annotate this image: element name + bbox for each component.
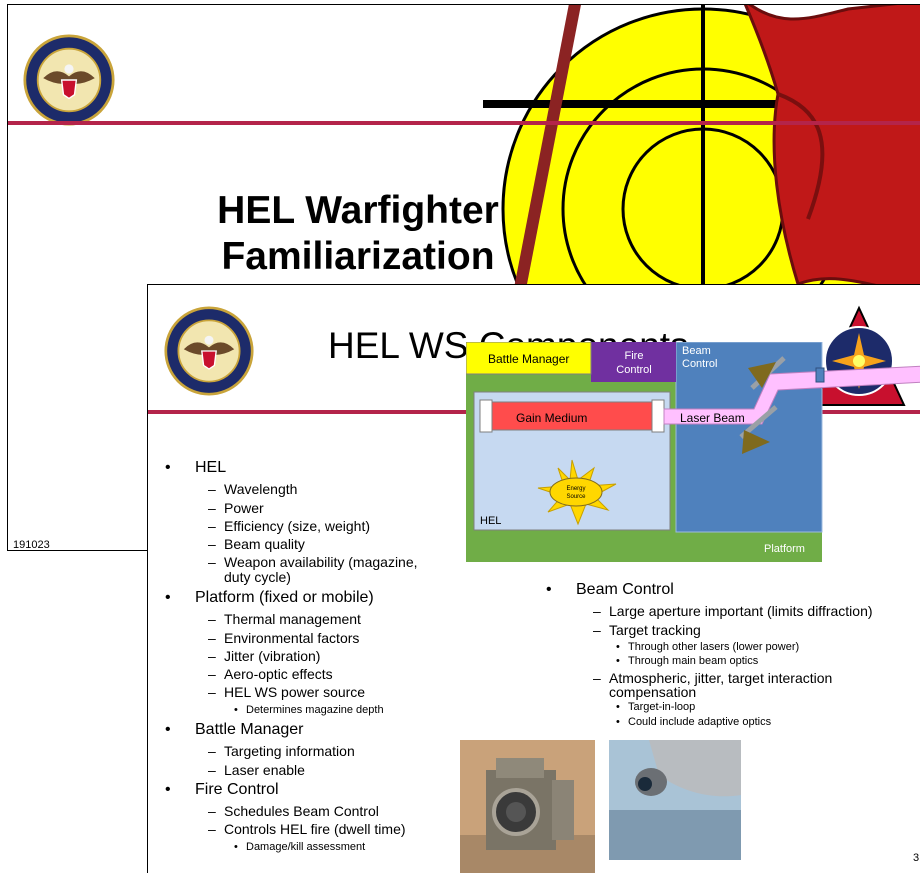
laser-beam-path	[663, 365, 920, 425]
sub-bullet: –Schedules Beam Control	[208, 803, 379, 819]
energy-source-label-1: Energy	[566, 486, 585, 492]
sub-bullet: –HEL WS power source	[208, 684, 366, 700]
page-number: 3	[913, 852, 920, 864]
sub-bullet: –Atmospheric, jitter, target interaction	[593, 670, 833, 686]
bullet-hel: •HEL	[165, 459, 227, 476]
dod-seal-icon	[164, 306, 254, 396]
energy-source-label-2: Source	[566, 494, 586, 500]
dod-seal-icon	[23, 34, 115, 126]
hel-ws-diagram: Battle Manager Fire Control Beam Control…	[466, 342, 920, 562]
front-slide: HEL WS Components •HEL –Wavelength –Powe…	[147, 284, 920, 873]
battle-manager-box	[466, 342, 592, 375]
sub-bullet: –Thermal management	[208, 611, 361, 627]
sub-bullet-continuation: duty cycle)	[224, 569, 291, 585]
sub-bullet: –Environmental factors	[208, 630, 360, 646]
gain-medium-label: Gain Medium	[516, 411, 587, 425]
sub-bullet: –Wavelength	[208, 481, 298, 497]
hel-label: HEL	[480, 515, 501, 527]
sub-bullet: –Jitter (vibration)	[208, 648, 321, 664]
sub-bullet: –Target tracking	[593, 622, 701, 638]
footer-id: 191023	[13, 539, 50, 551]
sub-sub-bullet: •Through main beam optics	[616, 655, 759, 667]
title-line-2: Familiarization	[221, 235, 495, 278]
sub-bullet-continuation: compensation	[609, 684, 697, 700]
mirror-right	[651, 399, 665, 433]
sub-sub-bullet: •Damage/kill assessment	[234, 841, 366, 853]
bullet-battle-manager: •Battle Manager	[165, 721, 304, 738]
sub-bullet: –Efficiency (size, weight)	[208, 518, 371, 534]
accent-band	[8, 121, 920, 125]
beam-control-label-2: Control	[682, 358, 717, 370]
fire-control-label-2: Control	[616, 364, 651, 376]
platform-label: Platform	[764, 543, 805, 555]
mirror-left	[479, 399, 493, 433]
battle-manager-label: Battle Manager	[488, 352, 569, 366]
sub-bullet: –Large aperture important (limits diffra…	[593, 603, 873, 619]
bullet-fire-control: •Fire Control	[165, 781, 279, 798]
sub-bullet: –Targeting information	[208, 743, 355, 759]
sub-bullet: –Aero-optic effects	[208, 666, 333, 682]
beam-control-label-1: Beam	[682, 345, 711, 357]
sub-sub-bullet: •Could include adaptive optics	[616, 716, 772, 728]
sub-bullet: –Beam quality	[208, 536, 305, 552]
back-slide: HEL Warfighter Familiarization 191023	[7, 4, 920, 551]
sub-sub-bullet: •Determines magazine depth	[234, 704, 384, 716]
bullet-platform: •Platform (fixed or mobile)	[165, 589, 374, 606]
beam-director-photo	[460, 740, 595, 873]
fire-control-box	[591, 342, 676, 382]
energy-source-icon	[537, 459, 617, 526]
sub-bullet: –Laser enable	[208, 762, 305, 778]
sub-bullet: –Weapon availability (magazine,	[208, 554, 418, 570]
sub-sub-bullet: •Target-in-loop	[616, 701, 696, 713]
aircraft-turret-photo	[609, 740, 741, 860]
sub-bullet: –Power	[208, 500, 264, 516]
fire-control-label-1: Fire	[625, 350, 644, 362]
title-line-1: HEL Warfighter	[217, 189, 499, 232]
slide-title: HEL Warfighter Familiarization	[168, 188, 548, 280]
bullet-beam-control: •Beam Control	[546, 581, 674, 598]
target-crosshair-art	[483, 5, 920, 299]
sub-bullet: –Controls HEL fire (dwell time)	[208, 821, 406, 837]
laser-beam-label: Laser Beam	[680, 411, 745, 425]
sub-sub-bullet: •Through other lasers (lower power)	[616, 641, 800, 653]
